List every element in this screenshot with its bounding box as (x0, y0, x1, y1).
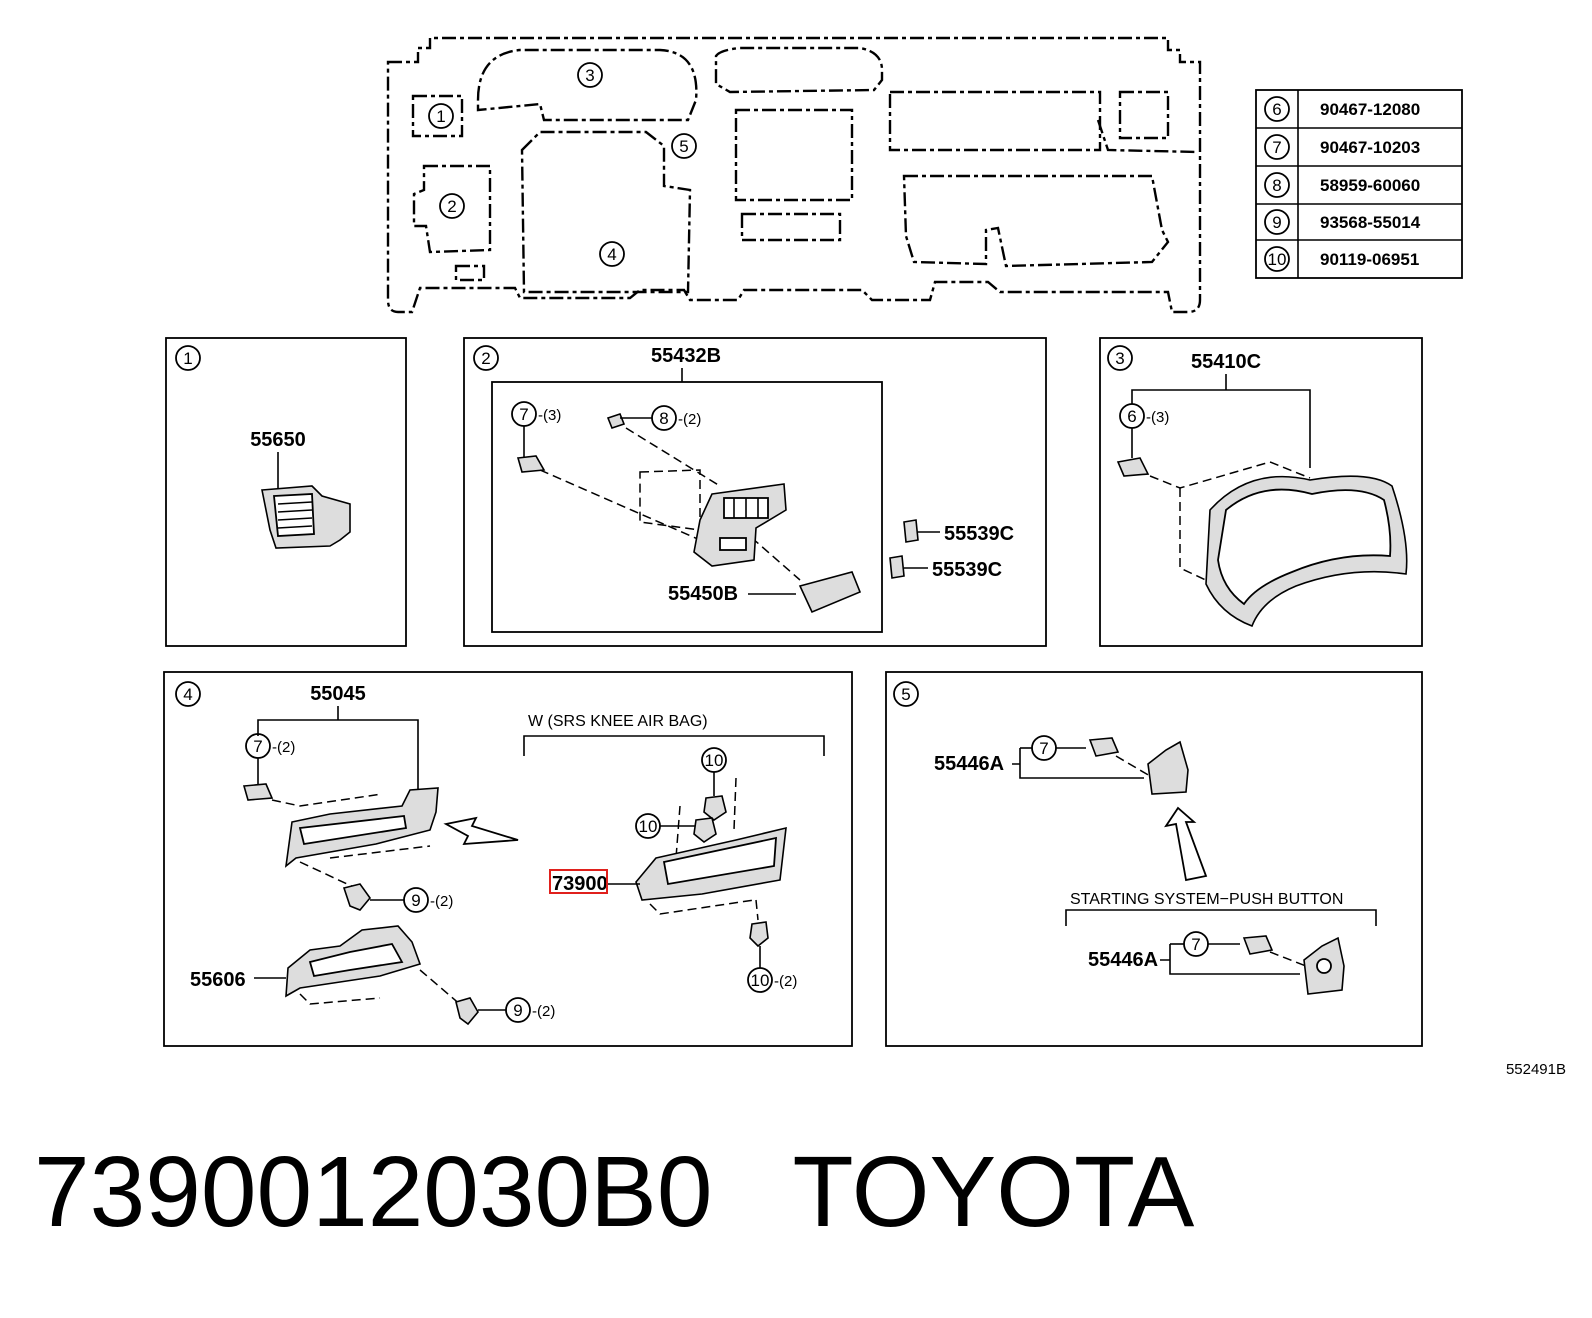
part-55539C-a: 55539C (944, 523, 1014, 545)
panel-1-number: 1 (183, 349, 192, 368)
knee-airbag-caption: W (SRS KNEE AIR BAG) (528, 713, 708, 730)
title-brand: TOYOTA (792, 1136, 1195, 1248)
table-row: 9 93568-55014 (1264, 209, 1421, 235)
table-part: 90119-06951 (1320, 250, 1419, 269)
switch-trim-a-icon (1147, 740, 1189, 795)
callout-4: 4 (607, 245, 616, 264)
knee-panel-icon (635, 826, 787, 901)
callout-10c: 10 (751, 971, 770, 990)
clip-7-icon (242, 783, 274, 801)
screw-10b-icon (693, 817, 717, 843)
callout-10a: 10 (705, 751, 724, 770)
screw-8-icon (606, 413, 626, 429)
part-55432B: 55432B (651, 345, 721, 367)
table-num: 8 (1272, 176, 1281, 195)
callout-3: 3 (585, 66, 594, 85)
switch-bezel-icon (693, 483, 787, 567)
table-num: 10 (1268, 250, 1287, 269)
title-part-number: 7390012030B0 (34, 1136, 713, 1248)
panel-1: 1 55650 (165, 337, 407, 647)
panel-4: 4 55045 7 -(2) 9 -(2) 55606 9 (163, 671, 853, 1047)
part-55446A-a: 55446A (934, 753, 1004, 775)
panel-2-number: 2 (481, 349, 490, 368)
table-part: 90467-10203 (1320, 138, 1420, 157)
callout-8: 8 (659, 409, 668, 428)
table-part: 90467-12080 (1320, 100, 1420, 119)
bottom-title: 7390012030B0 TOYOTA (34, 1132, 1194, 1252)
up-arrow-icon (1164, 806, 1208, 882)
callout-7a: 7 (1039, 739, 1048, 758)
clip-b-icon (889, 555, 905, 579)
bracket-icon (285, 925, 422, 998)
arrow-icon (443, 816, 519, 846)
screw-9b-icon (455, 997, 479, 1026)
panel-4-number: 4 (183, 685, 192, 704)
part-55450B: 55450B (668, 583, 738, 605)
table-row: 7 90467-10203 (1264, 134, 1420, 160)
screw-9a-icon (342, 883, 372, 911)
clip-7b-icon (1242, 935, 1274, 955)
panel-5-number: 5 (901, 685, 910, 704)
part-55410C: 55410C (1191, 351, 1261, 373)
push-button-icon (1316, 958, 1332, 974)
highlight-box (549, 869, 608, 894)
callout-7b: 7 (1191, 935, 1200, 954)
meter-hood-icon (1205, 475, 1408, 628)
table-row: 6 90467-12080 (1264, 96, 1420, 122)
callout-9a: 9 (411, 891, 420, 910)
screw-10a-icon (703, 795, 727, 821)
qty-10c: -(2) (774, 973, 797, 990)
dashboard-callouts: 1 3 2 5 4 (428, 62, 697, 267)
clip-6-icon (1116, 457, 1150, 477)
callout-2: 2 (447, 197, 456, 216)
panel-3-number: 3 (1115, 349, 1124, 368)
table-part: 93568-55014 (1320, 213, 1421, 232)
qty-8: -(2) (678, 411, 701, 428)
push-button-caption: STARTING SYSTEM−PUSH BUTTON (1070, 891, 1343, 908)
callout-5: 5 (679, 137, 688, 156)
qty-9b: -(2) (532, 1003, 555, 1020)
table-part: 58959-60060 (1320, 176, 1420, 195)
table-row: 10 90119-06951 (1264, 246, 1419, 272)
dashboard-outline (386, 36, 1202, 314)
table-num: 6 (1272, 100, 1281, 119)
clip-7-icon (516, 455, 546, 473)
callout-1: 1 (436, 107, 445, 126)
table-num: 7 (1272, 138, 1281, 157)
lower-panel-icon (284, 787, 439, 868)
part-55606: 55606 (190, 969, 246, 991)
reference-code: 552491B (1506, 1061, 1566, 1078)
callout-7: 7 (519, 405, 528, 424)
clip-a-icon (903, 519, 919, 543)
part-55539C-b: 55539C (932, 559, 1002, 581)
parts-table: 6 90467-12080 7 90467-10203 8 58959-6006… (1255, 89, 1463, 279)
qty-7: -(2) (272, 739, 295, 756)
part-55650: 55650 (250, 429, 306, 451)
qty-9a: -(2) (430, 893, 453, 910)
qty-6: -(3) (1146, 409, 1169, 426)
table-row: 8 58959-60060 (1264, 172, 1420, 198)
panel-5: 5 55446A 7 STARTING SYSTEM−PUSH BUTTON 5… (885, 671, 1423, 1047)
part-73900-highlight: 73900 (552, 873, 608, 895)
table-num: 9 (1272, 213, 1281, 232)
qty-7: -(3) (538, 407, 561, 424)
callout-6: 6 (1127, 407, 1136, 426)
callout-7: 7 (253, 737, 262, 756)
tray-icon (798, 571, 862, 614)
vent-part-icon (261, 485, 351, 549)
part-55446A-b: 55446A (1088, 949, 1158, 971)
clip-7a-icon (1088, 737, 1120, 757)
part-55045: 55045 (310, 683, 366, 705)
screw-10c-icon (749, 921, 769, 948)
panel-3: 3 55410C 6 -(3) (1099, 337, 1423, 647)
callout-9b: 9 (513, 1001, 522, 1020)
panel-2: 2 55432B 7 -(3) 8 -(2) 55539C 55539C (463, 337, 1047, 647)
callout-10b: 10 (639, 817, 658, 836)
